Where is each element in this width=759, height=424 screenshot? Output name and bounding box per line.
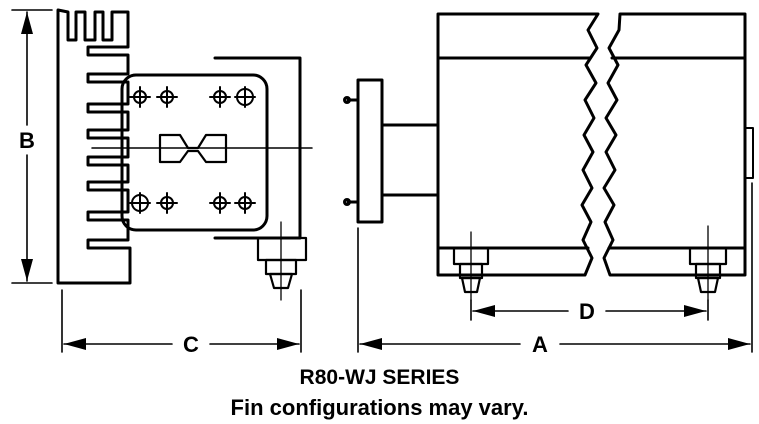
side-flange [343, 78, 440, 224]
mounting-foot-right-2 [688, 225, 728, 301]
fin-note: Fin configurations may vary. [230, 395, 529, 420]
dimension-label-a: A [532, 332, 548, 357]
square-flange [120, 73, 269, 232]
dimension-lines [11, 9, 753, 353]
mounting-foot-left [256, 221, 308, 301]
dimension-label-d: D [579, 299, 595, 324]
series-title: R80-WJ SERIES [299, 366, 460, 389]
dimension-label-c: C [183, 332, 199, 357]
heatsink-fins [56, 8, 132, 285]
mounting-foot-right-1 [452, 231, 490, 301]
waveguide-body [436, 12, 754, 277]
dimension-label-b: B [19, 128, 35, 153]
dimension-arrowheads [21, 12, 750, 350]
flange-holes [129, 86, 256, 214]
